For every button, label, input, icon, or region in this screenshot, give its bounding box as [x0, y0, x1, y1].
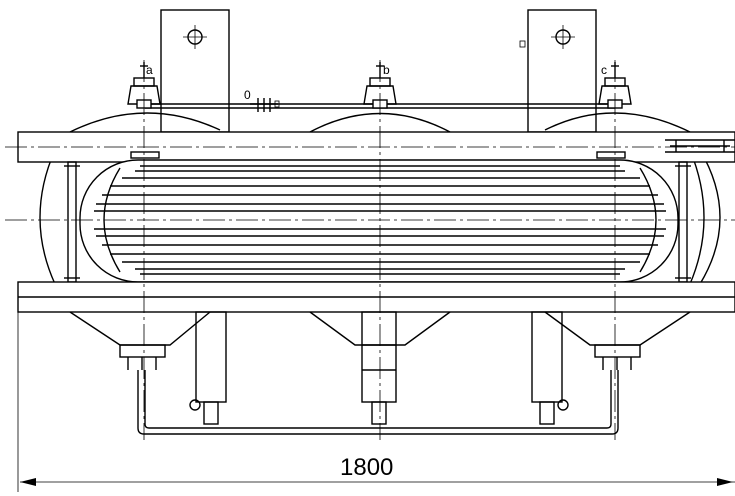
terminal-label-b: b: [383, 63, 390, 77]
overall-dimension: 1800: [17, 312, 735, 492]
left-mounting-plate: [160, 9, 230, 133]
upper-frame-beam: [5, 131, 735, 163]
lower-frame-beam: [17, 281, 735, 313]
core-coil-pack: [5, 151, 735, 291]
terminal-label-c: c: [601, 63, 607, 77]
tap-label: 0: [244, 88, 251, 102]
tap-changer-symbol: 0: [244, 88, 280, 112]
terminal-label-a: a: [146, 63, 153, 77]
dimension-1800: 1800: [340, 454, 393, 481]
bottom-piping: [137, 370, 619, 435]
tank-domes: [39, 112, 721, 285]
right-mounting-plate: [519, 9, 597, 133]
lower-bolts: [119, 344, 641, 425]
center-lines: [143, 60, 616, 440]
